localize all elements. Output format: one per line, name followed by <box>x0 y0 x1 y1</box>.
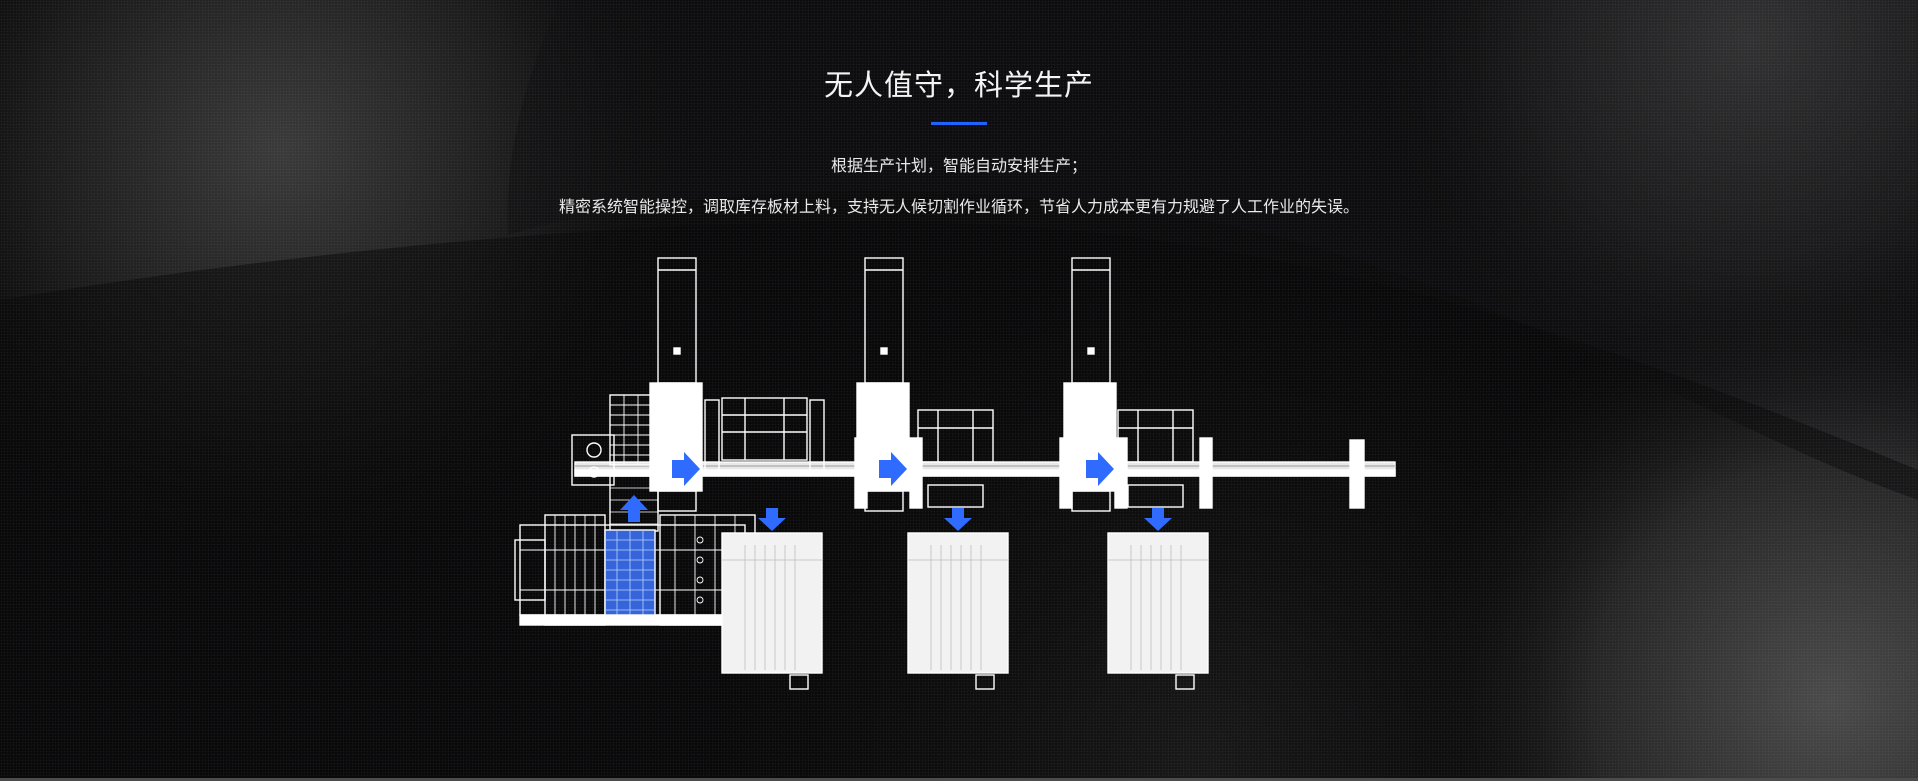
down-arrow-icon-3 <box>1144 508 1172 531</box>
down-arrow-icon-1 <box>758 508 786 531</box>
bottom-divider <box>0 778 1918 781</box>
right-arrow-icon-3 <box>1086 452 1114 486</box>
transfer-frame-1 <box>704 397 825 471</box>
description-line-2: 精密系统智能操控，调取库存板材上料，支持无人候切割作业循环，节省人力成本更有力规… <box>558 197 1359 216</box>
right-arrow-icon-1 <box>672 452 700 486</box>
down-arrow-icon-2 <box>944 508 972 531</box>
laser-bed-2 <box>907 532 1009 690</box>
section-title: 无人值守，科学生产 <box>823 68 1094 102</box>
section-header: 无人值守，科学生产 根据生产计划，智能自动安排生产； 精密系统智能操控，调取库存… <box>0 62 1918 217</box>
transfer-frame-2 <box>917 409 994 508</box>
description-line-1: 根据生产计划，智能自动安排生产； <box>830 156 1087 175</box>
right-arrow-icon-2 <box>879 452 907 486</box>
production-line-diagram <box>514 257 1396 690</box>
laser-bed-3 <box>1107 532 1209 690</box>
transfer-frame-3 <box>1117 409 1194 508</box>
storage-rack <box>514 514 756 626</box>
title-underline <box>931 122 987 125</box>
up-arrow-icon <box>620 495 648 522</box>
laser-bed-1 <box>721 532 823 690</box>
side-brackets <box>854 437 1365 509</box>
